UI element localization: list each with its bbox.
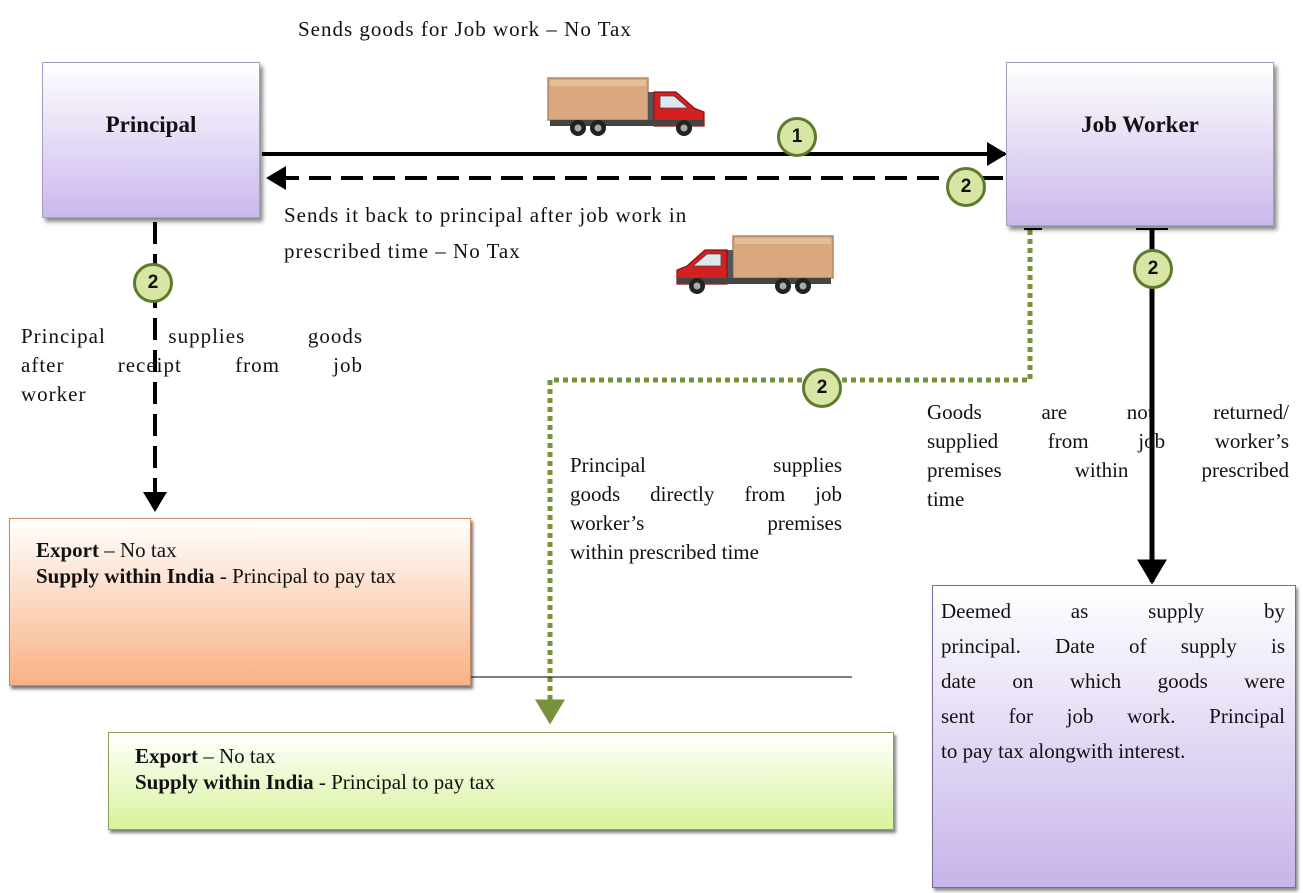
send-back-label-line2: prescribed time – No Tax [284, 239, 521, 263]
step-badge-principal-supply: 2 [133, 263, 173, 303]
supply-text: - Principal to pay tax [214, 564, 396, 588]
export-text: – No tax [198, 744, 276, 768]
direct-supply-path [535, 230, 1033, 725]
principal-result-box: Export – No tax Supply within India - Pr… [9, 518, 471, 686]
deemed-line1: Deemed as supply by [941, 599, 1285, 623]
step-badge-not-returned: 2 [1133, 249, 1173, 289]
not-returned-result-box: Deemed as supply by principal. Date of s… [932, 585, 1296, 888]
deemed-line3: date on which goods were [941, 669, 1285, 693]
direct-supply-line1: Principal supplies [570, 453, 842, 477]
step-badge-direct-supply: 2 [802, 368, 842, 408]
direct-result-export: Export – No tax [135, 743, 875, 769]
principal-supplies-line1: Principal supplies goods [21, 324, 363, 348]
not-returned-line4: time [927, 487, 965, 511]
not-returned-line2: supplied from job worker’s [927, 429, 1289, 453]
truck-icon [547, 77, 705, 136]
supply-label: Supply within India [135, 770, 314, 794]
principal-supplies-line3: worker [21, 382, 87, 406]
deemed-line2: principal. Date of supply is [941, 634, 1285, 658]
send-back-label-line1: Sends it back to principal after job wor… [284, 203, 688, 227]
direct-result-supply: Supply within India - Principal to pay t… [135, 769, 875, 795]
principal-supplies-text: Principal supplies goods after receipt f… [21, 322, 363, 409]
supply-text: - Principal to pay tax [313, 770, 495, 794]
send-goods-label: Sends goods for Job work – No Tax [298, 17, 632, 41]
step-badge-send: 1 [777, 117, 817, 157]
job-worker-title: Job Worker [1081, 112, 1199, 137]
export-label: Export [135, 744, 198, 768]
truck-icon [676, 235, 834, 294]
deemed-line4: sent for job work. Principal [941, 704, 1285, 728]
direct-supply-line2: goods directly from job [570, 482, 842, 506]
principal-supplies-line2: after receipt from job [21, 353, 363, 377]
not-returned-text: Goods are not returned/ supplied from jo… [927, 398, 1289, 514]
step-badge-return: 2 [946, 167, 986, 207]
principal-result-supply: Supply within India - Principal to pay t… [36, 563, 448, 589]
supply-label: Supply within India [36, 564, 215, 588]
principal-title: Principal [105, 112, 197, 137]
not-returned-line3: premises within prescribed [927, 458, 1289, 482]
deemed-supply-text: Deemed as supply by principal. Date of s… [941, 594, 1285, 769]
not-returned-line1: Goods are not returned/ [927, 400, 1289, 424]
direct-supply-text: Principal supplies goods directly from j… [570, 451, 842, 567]
direct-supply-result-box: Export – No tax Supply within India - Pr… [108, 732, 894, 830]
export-label: Export [36, 538, 99, 562]
direct-supply-line4: within prescribed time [570, 540, 759, 564]
deemed-line5: to pay tax alongwith interest. [941, 739, 1186, 763]
principal-node: Principal [42, 62, 260, 218]
export-text: – No tax [99, 538, 177, 562]
direct-supply-line3: worker’s premises [570, 511, 842, 535]
job-worker-node: Job Worker [1006, 62, 1274, 226]
principal-result-export: Export – No tax [36, 537, 448, 563]
